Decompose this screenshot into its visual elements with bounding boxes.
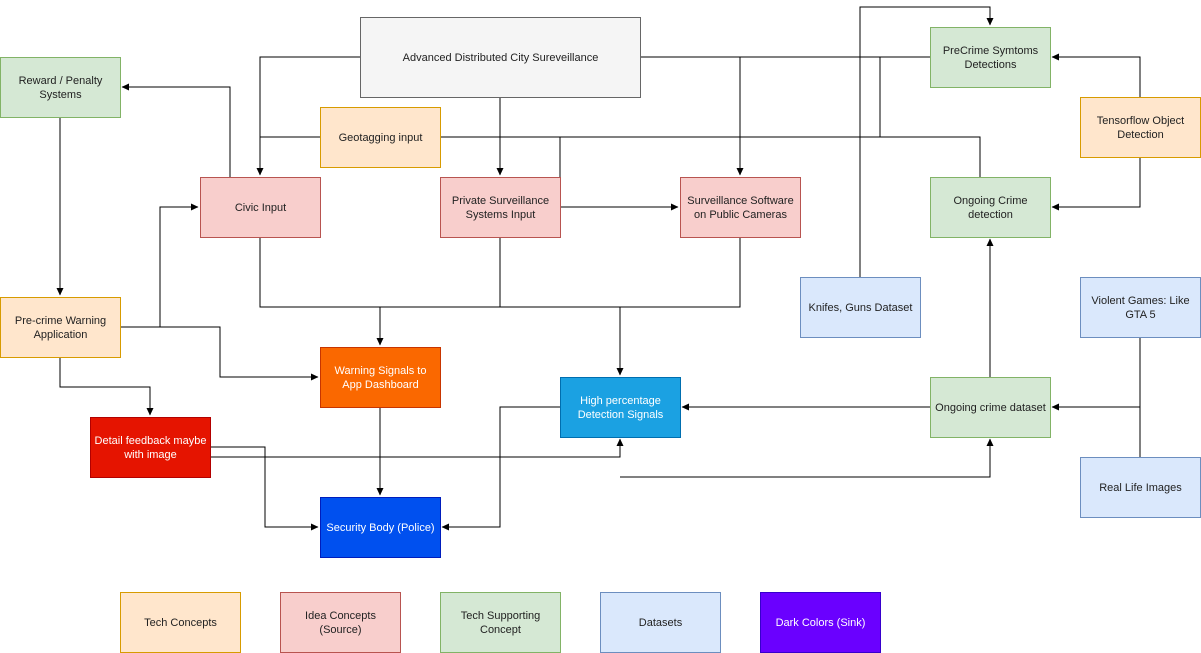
node-private-surveillance[interactable]: Private Surveillance Systems Input [440,177,561,238]
node-surveillance-software[interactable]: Surveillance Software on Public Cameras [680,177,801,238]
legend-tech-supporting: Tech Supporting Concept [440,592,561,653]
edge-surveillance-to-civic [256,56,360,176]
edge-app-to-civic [120,203,199,328]
node-knifes-guns-dataset[interactable]: Knifes, Guns Dataset [800,277,921,338]
node-advanced-surveillance[interactable]: Advanced Distributed City Sureveillance [360,17,641,98]
node-civic-input[interactable]: Civic Input [200,177,321,238]
node-real-life-images[interactable]: Real Life Images [1080,457,1201,518]
node-ongoing-crime-dataset[interactable]: Ongoing crime dataset [930,377,1051,438]
edge-app-to-detail [59,357,154,416]
node-warning-signals[interactable]: Warning Signals to App Dashboard [320,347,441,408]
node-geotagging[interactable]: Geotagging input [320,107,441,168]
edge-detail-to-high [210,438,624,458]
node-security-body[interactable]: Security Body (Police) [320,497,441,558]
legend-dark-colors: Dark Colors (Sink) [760,592,881,653]
edge-tensorflow-to-ongoing [1051,157,1141,211]
legend-datasets: Datasets [600,592,721,653]
edge-detail-to-security [210,446,319,531]
edge-high-to-security [441,406,560,531]
edge-high-to-ongoing-dataset [620,438,994,478]
node-ongoing-crime-detection[interactable]: Ongoing Crime detection [930,177,1051,238]
node-violent-games[interactable]: Violent Games: Like GTA 5 [1080,277,1201,338]
node-precrime-detections[interactable]: PreCrime Symtoms Detections [930,27,1051,88]
edge-civic-to-reward [121,83,231,177]
legend-idea-concepts: Idea Concepts (Source) [280,592,401,653]
node-high-percentage[interactable]: High percentage Detection Signals [560,377,681,438]
node-tensorflow[interactable]: Tensorflow Object Detection [1080,97,1201,158]
edge-app-to-warning [160,326,319,381]
edge-surveillance-to-software [640,56,744,176]
node-reward-penalty[interactable]: Reward / Penalty Systems [0,57,121,118]
legend-tech-concepts: Tech Concepts [120,592,241,653]
edge-geotag-to-ongoing [440,136,981,177]
edge-tensorflow-to-precrime [1051,53,1141,97]
edge-datasets-to-ongoing-dataset [1052,337,1141,457]
node-precrime-warning-app[interactable]: Pre-crime Warning Application [0,297,121,358]
edge-knifes-to-precrime [859,6,994,277]
node-detail-feedback[interactable]: Detail feedback maybe with image [90,417,211,478]
